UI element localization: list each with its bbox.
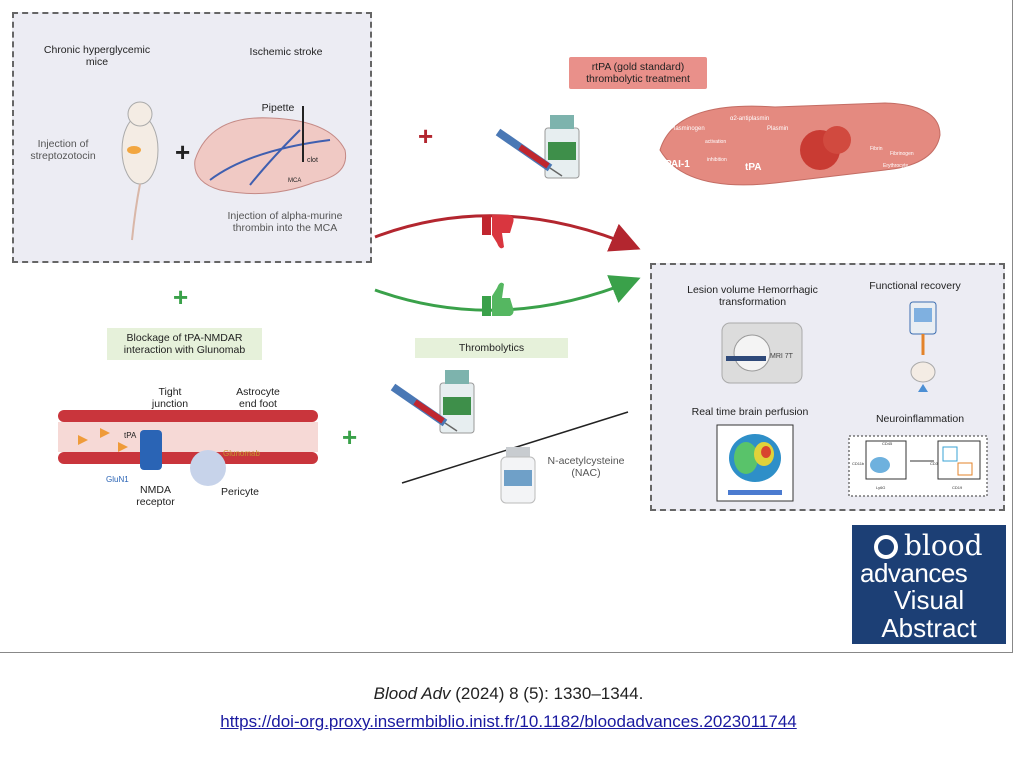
- mouse-head: [127, 101, 153, 127]
- vial-label: [548, 142, 576, 160]
- logo-line2: advances: [860, 558, 968, 588]
- plus-sign-green: +: [173, 282, 189, 312]
- nac-bottle-icon: [500, 447, 536, 504]
- plus-sign-green-2: +: [342, 422, 358, 452]
- mri-text: MRI 7T: [770, 353, 794, 360]
- mouse-and-brain-illustration: clot MCA: [121, 101, 347, 241]
- cd19-text: CD19: [952, 485, 963, 490]
- vessel-wall-top: [58, 410, 318, 422]
- vessel-lumen: [58, 422, 318, 452]
- cd45-text: CD45: [882, 441, 893, 446]
- syringe-vial-icon-2: [390, 370, 475, 434]
- tpa-triangle-c: [118, 442, 128, 452]
- logo-line1: blood: [904, 529, 983, 562]
- mri-scanner-icon: MRI 7T: [721, 322, 803, 384]
- brain-vessels: [209, 129, 331, 186]
- cd11b-text: CD11b: [852, 461, 865, 466]
- vessel-wall-bottom: [58, 452, 318, 464]
- plus-sign-red: +: [418, 121, 434, 151]
- tpa-triangle-b: [100, 428, 110, 438]
- thrombolytics-title: Thrombolytics: [458, 342, 525, 354]
- tpa-text: tPA: [745, 162, 761, 173]
- erythrocyte-text: Erythrocyte: [883, 163, 909, 169]
- thrombolytics-pill: Thrombolytics: [415, 338, 568, 358]
- vial-cap: [550, 115, 574, 129]
- blood-advances-logo: blood advances Visual Abstract: [852, 525, 1006, 644]
- thumbs-down-icon: [482, 215, 514, 249]
- syringe-fluid: [518, 144, 550, 169]
- pericyte-shape: [190, 450, 226, 486]
- vessel-tube: [659, 102, 941, 186]
- plus-sign: +: [175, 137, 191, 167]
- activation-text: activation: [705, 139, 726, 145]
- pericyte-label: Pericyte: [221, 486, 259, 498]
- neurovascular-illustration: tPA Glunomab GluN1: [58, 410, 318, 486]
- logo-emblem-icon: [874, 535, 898, 559]
- doi-link[interactable]: https://doi-org.proxy.insermbiblio.inist…: [220, 712, 797, 731]
- citation-journal: Blood Adv: [373, 684, 451, 703]
- syringe-vial-icon: [495, 115, 580, 179]
- glun1-text: GluN1: [106, 475, 129, 484]
- mice-label: Chronic hyperglycemic mice: [43, 44, 151, 68]
- functional-recovery-icon: [909, 301, 937, 392]
- neuro-label: Neuroinflammation: [875, 413, 965, 425]
- clot-cluster-b: [823, 126, 851, 154]
- brain-perfusion-map: [716, 424, 794, 502]
- ly6g-text: Ly6G: [876, 485, 885, 490]
- stroke-label: Ischemic stroke: [249, 46, 323, 58]
- astrocyte-label: Astrocyte end foot: [236, 386, 280, 410]
- glunomab-text: Glunomab: [223, 449, 260, 458]
- clot-text: clot: [307, 157, 318, 164]
- antiplasmin-text: α2-antiplasmin: [730, 116, 769, 122]
- plasminogen-text: Plasminogen: [670, 126, 705, 132]
- cd3-text: CD3: [930, 461, 939, 466]
- rtpa-title: rtPA (gold standard) thrombolytic treatm…: [586, 61, 690, 85]
- tpa-triangle-a: [78, 435, 88, 445]
- inhibition-text: inhibition: [707, 157, 727, 163]
- abstract-frame: [0, 0, 1013, 653]
- tight-junction-label: Tight junction: [151, 386, 189, 410]
- tpa-label-text: tPA: [124, 431, 137, 440]
- pai-text: PAI-1: [665, 159, 690, 170]
- nmda-label: NMDA receptor: [136, 484, 175, 508]
- fibrin-text: Fibrin: [870, 146, 883, 152]
- mouse-pancreas: [127, 146, 141, 154]
- blockage-title: Blockage of tPA-NMDAR interaction with G…: [123, 332, 246, 356]
- nac-label: N-acetylcysteine (NAC): [547, 455, 625, 479]
- stz-injection-label: Injection of streptozotocin: [30, 138, 96, 162]
- logo-line3: Visual: [893, 585, 965, 615]
- thumbs-up-icon: [482, 282, 514, 316]
- blood-vessel-illustration: Plasminogen α2-antiplasmin Plasmin activ…: [659, 102, 941, 186]
- citation: Blood Adv (2024) 8 (5): 1330–1344.: [0, 684, 1017, 704]
- citation-link-row: https://doi-org.proxy.insermbiblio.inist…: [0, 712, 1017, 732]
- lesion-label: Lesion volume Hemorrhagic transformation: [687, 284, 818, 308]
- rtpa-pill: rtPA (gold standard) thrombolytic treatm…: [569, 57, 707, 89]
- mouse-tail: [131, 183, 141, 241]
- brain-shape: [194, 117, 347, 195]
- nmda-receptor-shape: [140, 430, 162, 470]
- thrombin-injection-label: Injection of alpha-murine thrombin into …: [227, 210, 343, 234]
- logo-line4: Abstract: [881, 613, 977, 643]
- functional-label: Functional recovery: [869, 280, 961, 292]
- mca-text: MCA: [288, 178, 301, 184]
- syringe-needle: [549, 167, 563, 177]
- blockage-pill: Blockage of tPA-NMDAR interaction with G…: [107, 328, 262, 360]
- citation-details: (2024) 8 (5): 1330–1344.: [450, 684, 644, 703]
- pipette-label: Pipette: [261, 102, 295, 114]
- flow-cytometry-plots: CD11b Ly6G CD3 CD19 CD45: [848, 435, 988, 497]
- perfusion-label: Real time brain perfusion: [691, 406, 809, 418]
- fibrinogen-text: Fibrinogen: [890, 151, 914, 157]
- plasmin-text: Plasmin: [767, 126, 788, 132]
